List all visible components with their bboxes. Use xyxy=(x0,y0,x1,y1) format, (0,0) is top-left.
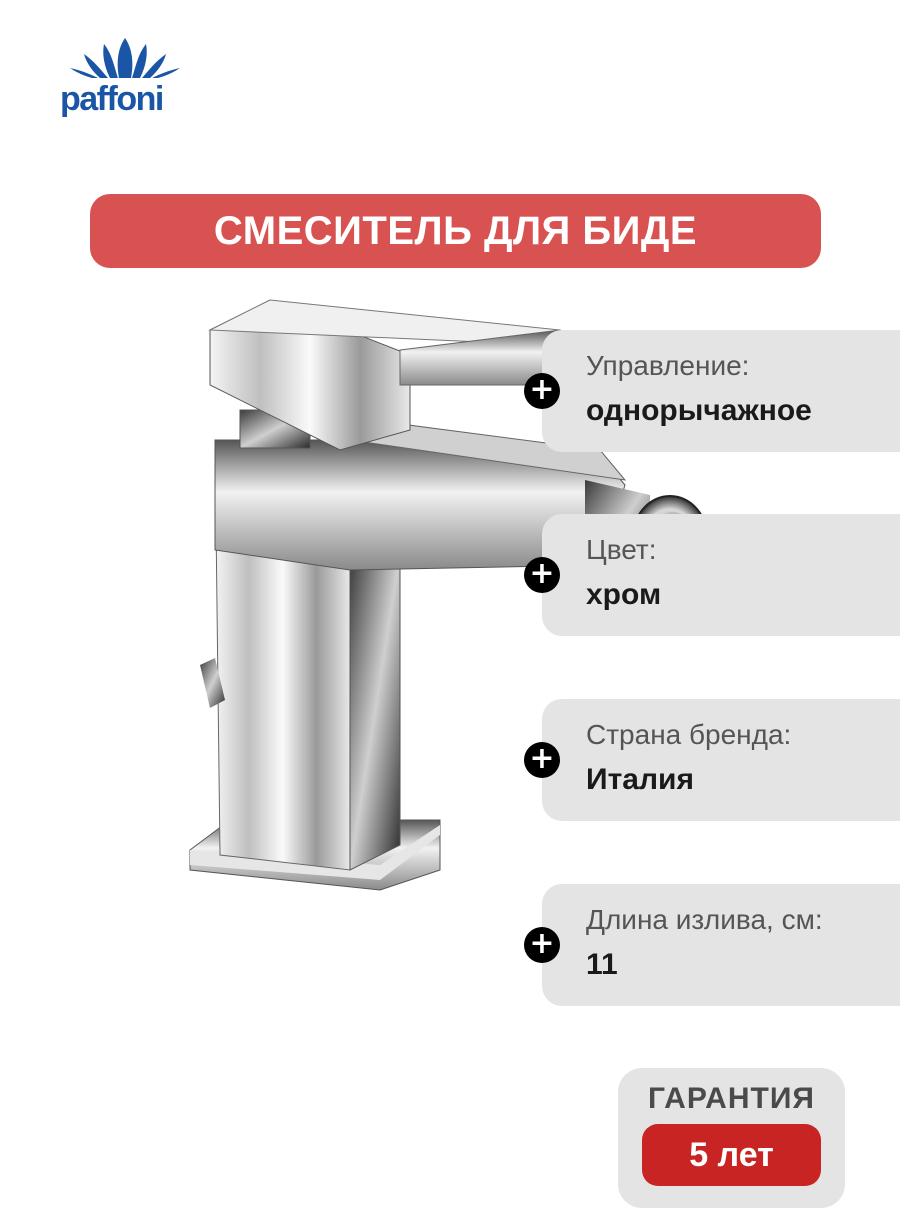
spec-label: Длина излива, см: xyxy=(586,904,823,935)
warranty-card: ГАРАНТИЯ 5 лет xyxy=(618,1068,845,1208)
spec-panel-control: + Управление: однорычажное xyxy=(524,330,900,452)
title-banner: СМЕСИТЕЛЬ ДЛЯ БИДЕ xyxy=(90,194,821,268)
plus-icon[interactable]: + xyxy=(524,742,560,778)
spec-label: Страна бренда: xyxy=(586,719,792,750)
page-title: СМЕСИТЕЛЬ ДЛЯ БИДЕ xyxy=(213,208,698,253)
logo-fan-icon xyxy=(70,38,180,78)
spec-value: Италия xyxy=(586,763,694,796)
plus-icon[interactable]: + xyxy=(524,373,560,409)
warranty-badge: 5 лет xyxy=(642,1124,821,1186)
brand-logo: paffoni xyxy=(60,34,190,118)
spec-panel-spout-length: + Длина излива, см: 11 xyxy=(524,884,900,1006)
spec-panel-brand-country: + Страна бренда: Италия xyxy=(524,699,900,821)
logo-wordmark: paffoni xyxy=(60,80,164,118)
plus-icon[interactable]: + xyxy=(524,927,560,963)
warranty-label: ГАРАНТИЯ xyxy=(648,1082,815,1115)
spec-value: однорычажное xyxy=(586,394,812,427)
spec-label: Цвет: xyxy=(586,534,657,565)
spec-value: хром xyxy=(586,578,662,611)
spec-value: 11 xyxy=(586,948,618,981)
spec-panel-color: + Цвет: хром xyxy=(524,514,900,636)
spec-label: Управление: xyxy=(586,350,750,381)
warranty-value: 5 лет xyxy=(689,1135,774,1174)
plus-icon[interactable]: + xyxy=(524,557,560,593)
